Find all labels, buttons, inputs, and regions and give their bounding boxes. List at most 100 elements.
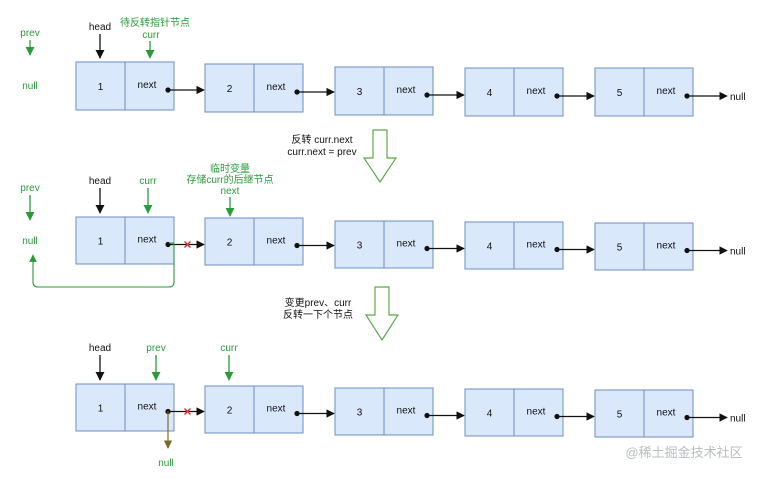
broken-link-mark	[184, 241, 191, 248]
step-1-line2: curr.next = prev	[287, 147, 356, 158]
node-value-cell	[464, 388, 515, 437]
row-1-curr-label-line2: curr	[142, 30, 160, 41]
next-pointer-dot	[294, 410, 300, 417]
row-3-node-2: 2 next	[204, 385, 335, 434]
broken-link-mark	[184, 408, 191, 415]
node-value: 3	[357, 87, 363, 98]
node-next-field: next	[657, 86, 676, 97]
row-2-node-1: 1 next	[75, 216, 205, 265]
next-pointer-dot	[294, 242, 300, 249]
step-1-line1: 反转 curr.next	[291, 133, 352, 146]
row-2-temp-label-line3: next	[221, 186, 240, 197]
row-2-reversed-link-arrow	[29, 242, 175, 288]
node-next-cell	[124, 383, 175, 432]
next-pointer-dot	[424, 245, 430, 252]
node-next-field: next	[527, 240, 546, 251]
node-value: 4	[487, 409, 493, 420]
node-next-field: next	[397, 406, 416, 417]
row-2-temp-label-line1: 临时变量	[210, 162, 250, 175]
row-1-node-1: 1 next	[75, 61, 205, 111]
row-1-curr-label-line1: 待反转指针节点	[120, 16, 190, 29]
node-next-cell	[513, 388, 564, 437]
node-value: 2	[227, 406, 233, 417]
step-1: 反转 curr.next curr.next = prev	[287, 129, 398, 184]
row-1-prev-null: null	[22, 81, 38, 92]
row-2-head-label: head	[89, 176, 111, 187]
node-value-cell	[334, 220, 385, 269]
step-2-line1: 变更prev、curr	[285, 296, 352, 309]
next-pointer-dot	[554, 93, 560, 99]
row-2-node-4: 4 next	[464, 221, 595, 270]
row-1-node-2: 2 next	[204, 63, 335, 113]
tail-null: null	[730, 414, 746, 425]
step-2: 变更prev、curr 反转一下个节点	[283, 286, 400, 342]
node-value-cell	[75, 61, 126, 111]
node-value: 1	[98, 82, 104, 93]
tail-null: null	[730, 92, 746, 103]
node-next-field: next	[267, 236, 286, 247]
node-next-field: next	[138, 235, 157, 246]
node-value-cell	[594, 67, 645, 117]
node-next-field: next	[138, 80, 157, 91]
node-value: 4	[487, 242, 493, 253]
node-next-cell	[383, 66, 434, 116]
row-2-temp-label-line2: 存储curr的后继节点	[186, 173, 273, 186]
row-3-node1-null: null	[158, 458, 174, 469]
node-value: 1	[98, 237, 104, 248]
node-next-cell	[643, 222, 694, 271]
node-value: 2	[227, 238, 233, 249]
node-next-field: next	[657, 241, 676, 252]
node-value-cell	[594, 222, 645, 271]
node-next-cell	[383, 220, 434, 269]
node-value: 2	[227, 84, 233, 95]
next-pointer-dot	[684, 414, 690, 421]
node-next-cell	[513, 67, 564, 117]
next-pointer-dot	[165, 87, 171, 93]
node-next-field: next	[397, 85, 416, 96]
row-2-curr-label: curr	[139, 176, 157, 187]
next-pointer-dot	[554, 413, 560, 420]
node-next-field: next	[267, 404, 286, 415]
node-next-cell	[124, 216, 175, 265]
node-next-field: next	[267, 82, 286, 93]
step-1-down-arrow	[362, 129, 398, 184]
node-next-cell	[253, 63, 304, 113]
node-value: 3	[357, 408, 363, 419]
row-2-prev-label: prev	[20, 183, 39, 194]
node-value: 5	[617, 243, 623, 254]
node-next-field: next	[138, 402, 157, 413]
node-next-cell	[643, 67, 694, 117]
row-3-node-3: 3 next	[334, 387, 465, 436]
step-2-down-arrow	[364, 286, 400, 342]
next-pointer-dot	[424, 92, 430, 98]
node-value: 5	[617, 410, 623, 421]
next-pointer-dot	[684, 247, 690, 254]
node-next-cell	[513, 221, 564, 270]
row-1-prev-label: prev	[20, 28, 39, 39]
node-value: 4	[487, 88, 493, 99]
next-pointer-dot	[294, 89, 300, 95]
next-pointer-dot	[554, 246, 560, 253]
row-3-head-label: head	[89, 343, 111, 354]
node-value-cell	[204, 63, 255, 113]
node-value-cell	[75, 216, 126, 265]
node-next-field: next	[657, 408, 676, 419]
node-next-field: next	[397, 239, 416, 250]
node-next-field: next	[527, 407, 546, 418]
node-next-cell	[383, 387, 434, 436]
node-next-cell	[253, 217, 304, 266]
row-1-node-3: 3 next	[334, 66, 465, 116]
node-value-cell	[204, 385, 255, 434]
watermark: @稀土掘金技术社区	[625, 445, 742, 460]
node-next-cell	[643, 389, 694, 438]
node-next-cell	[253, 385, 304, 434]
row-3-curr-label: curr	[220, 343, 238, 354]
